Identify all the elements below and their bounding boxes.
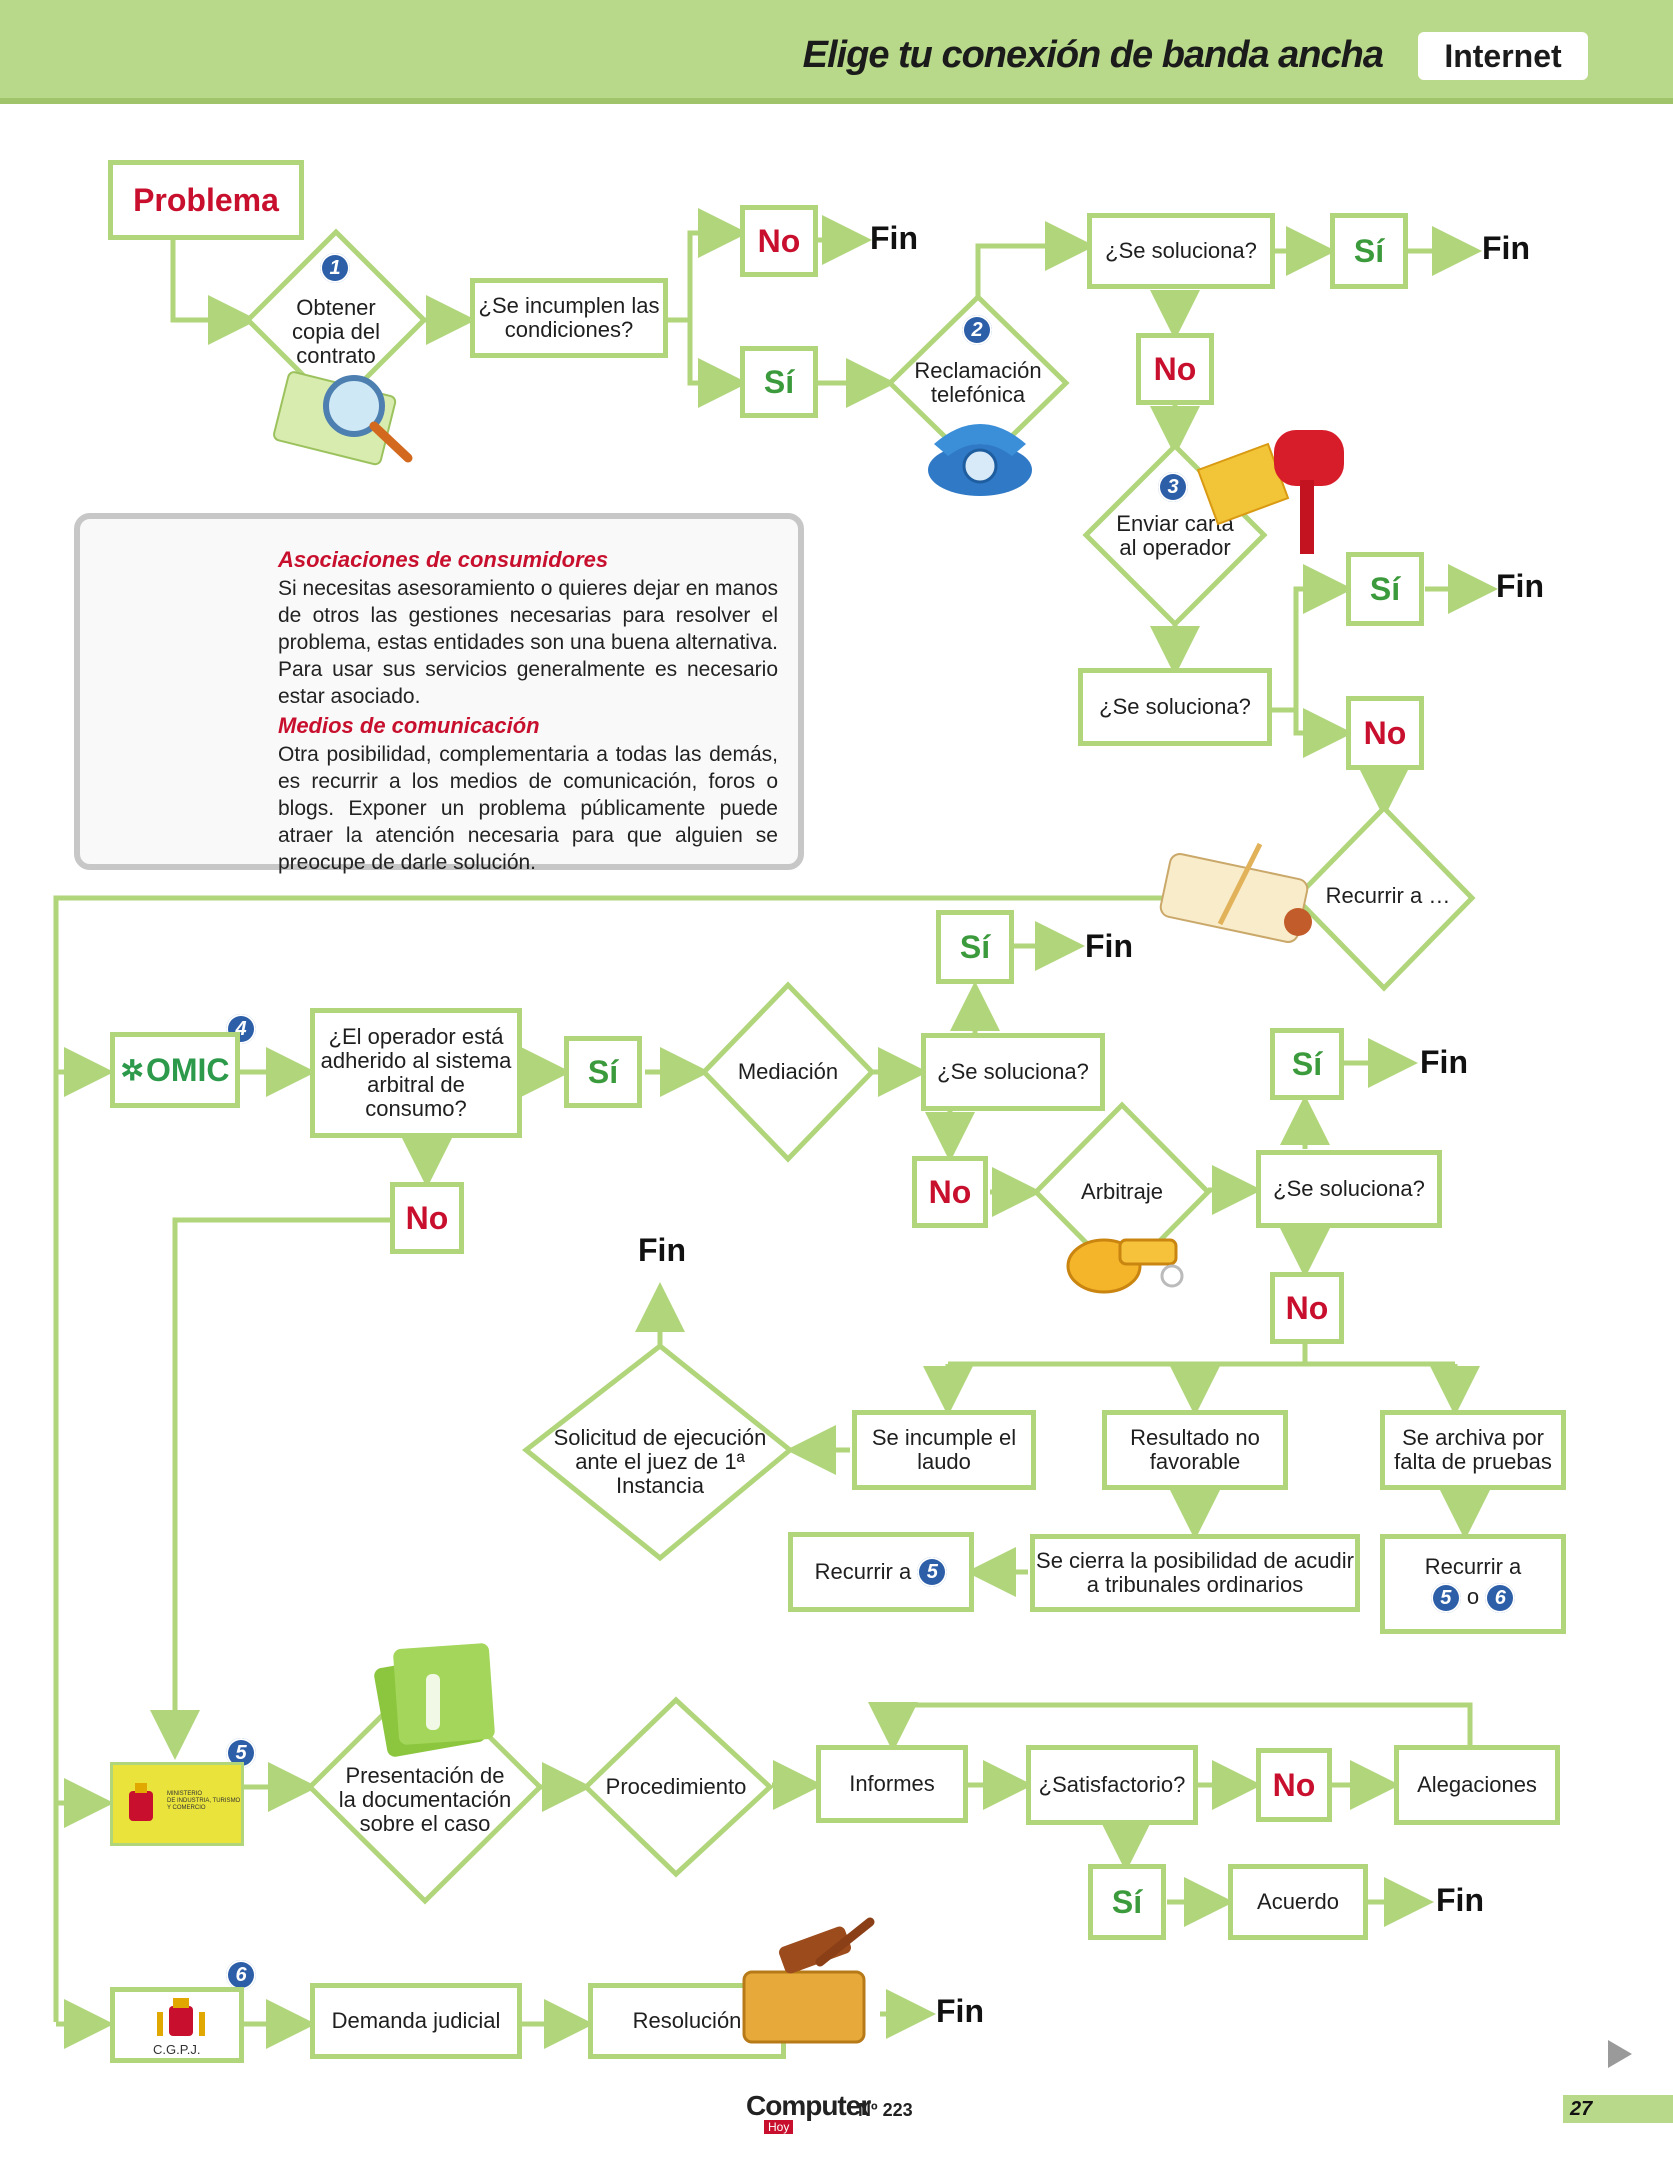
footer-brand: Computer — [746, 2090, 871, 2121]
answer-no-4: No — [390, 1182, 464, 1254]
cgpj-crest-icon — [157, 1998, 205, 2036]
answer-no-1: No — [740, 205, 818, 277]
mediacion-label: Mediación — [737, 1059, 839, 1084]
soluciona-box-2: ¿Se soluciona? — [1078, 668, 1272, 746]
info-panel: Asociaciones de consumidores Si necesita… — [74, 513, 804, 874]
resultado-box: Resultado no favorable — [1102, 1410, 1288, 1490]
answer-no-6: No — [1270, 1272, 1344, 1344]
coat-of-arms-icon — [129, 1783, 153, 1821]
step-6-badge-2: 6 — [1485, 1583, 1516, 1613]
arbitraje-label: Arbitraje — [1081, 1179, 1163, 1204]
start-problema: Problema — [108, 160, 304, 240]
answer-no-5: No — [912, 1156, 988, 1228]
fin-7: Fin — [1436, 1882, 1484, 1918]
recurrir-a-label: Recurrir a — [814, 1559, 912, 1584]
recurrir-a-label-2: Recurrir a — [1424, 1554, 1522, 1579]
header-title: Elige tu conexión de banda ancha — [802, 34, 1384, 76]
step-5-badge: 5 — [917, 1557, 948, 1587]
telephone-icon — [928, 424, 1032, 496]
incumple-laudo-box: Se incumple el laudo — [852, 1410, 1036, 1490]
archiva-box: Se archiva por falta de pruebas — [1380, 1410, 1566, 1490]
satisfactorio-box: ¿Satisfactorio? — [1026, 1745, 1198, 1825]
issue-number: Nº 223 — [858, 2100, 913, 2120]
answer-si-1: Sí — [740, 346, 818, 418]
asociaciones-text: Si necesitas asesoramiento o quieres dej… — [278, 577, 778, 708]
footer-brand-sub: Hoy — [764, 2120, 794, 2134]
omic-label: OMIC — [145, 1051, 230, 1088]
soluciona-box-4: ¿Se soluciona? — [1256, 1150, 1442, 1228]
fin-1: Fin — [870, 220, 918, 256]
or-label: o — [1466, 1584, 1480, 1609]
asociaciones-title: Asociaciones de consumidores — [278, 547, 609, 572]
recurrir-a-5-box: Recurrir a 5 — [788, 1532, 974, 1612]
acuerdo-box: Acuerdo — [1228, 1864, 1368, 1940]
fin-6: Fin — [638, 1232, 686, 1268]
step-3-badge: 3 — [1158, 472, 1188, 502]
header-band — [0, 0, 1673, 104]
fin-2: Fin — [1482, 230, 1530, 266]
answer-no-3: No — [1346, 696, 1424, 770]
procedimiento-label: Procedimiento — [605, 1774, 747, 1799]
page-number-bar — [1563, 2095, 1673, 2123]
answer-si-6: Sí — [1270, 1028, 1344, 1100]
reclamacion-label: Reclamación telefónica — [914, 358, 1042, 407]
fin-3: Fin — [1496, 568, 1544, 604]
medios-title: Medios de comunicación — [278, 713, 540, 738]
soluciona-box-1: ¿Se soluciona? — [1087, 213, 1275, 289]
omic-logo: ✲OMIC — [110, 1032, 240, 1108]
answer-si-5: Sí — [936, 910, 1014, 984]
answer-si-2: Sí — [1330, 213, 1408, 289]
page-number: 27 — [1570, 2098, 1593, 2120]
cgpj-logo: C.G.P.J. — [110, 1987, 244, 2063]
magnifier-icon — [273, 371, 413, 466]
folder-icon — [374, 1643, 495, 1757]
section-tag: Internet — [1418, 32, 1588, 80]
soluciona-box-3: ¿Se soluciona? — [921, 1033, 1105, 1111]
answer-si-4: Sí — [564, 1036, 642, 1108]
fin-8: Fin — [936, 1993, 984, 2029]
diamond-procedimiento — [582, 1696, 774, 1878]
incumplen-box: ¿Se incumplen las condiciones? — [470, 278, 668, 358]
step-1-badge: 1 — [320, 253, 350, 283]
step-2-badge: 2 — [962, 315, 992, 345]
answer-no-2: No — [1136, 333, 1214, 405]
presentacion-label: Presentación de la documentación sobre e… — [338, 1763, 512, 1836]
informes-box: Informes — [816, 1745, 968, 1823]
answer-no-7: No — [1256, 1748, 1332, 1822]
whistle-icon — [1066, 1238, 1184, 1294]
step-6-badge-logo: 6 — [226, 1960, 256, 1990]
solicitud-label: Solicitud de ejecución ante el juez de 1… — [553, 1425, 767, 1498]
adherido-box: ¿El operador está adherido al sistema ar… — [310, 1008, 522, 1138]
cgpj-label: C.G.P.J. — [153, 2042, 201, 2057]
next-page-icon[interactable] — [1608, 2040, 1632, 2068]
demanda-box: Demanda judicial — [310, 1983, 522, 2059]
diamond-mediacion — [700, 981, 876, 1163]
medios-text: Otra posibilidad, complementaria a todas… — [278, 743, 778, 874]
gavel-icon — [742, 1917, 875, 2044]
scroll-quill-icon — [1159, 842, 1312, 943]
mailbox-icon — [1196, 430, 1344, 554]
recurrir-a-5-6-box: Recurrir a 5 o 6 — [1380, 1534, 1566, 1634]
obtener-label: Obtener copia del contrato — [291, 295, 381, 368]
fin-5: Fin — [1420, 1044, 1468, 1080]
diamond-recurrir — [1292, 804, 1476, 992]
answer-si-3: Sí — [1346, 552, 1424, 626]
diamond-solicitud — [521, 1342, 794, 1562]
answer-si-7: Sí — [1088, 1864, 1166, 1940]
recurrir-label: Recurrir a … — [1325, 883, 1451, 908]
fin-4: Fin — [1085, 928, 1133, 964]
cierra-box: Se cierra la posibilidad de acudir a tri… — [1030, 1534, 1360, 1612]
step-5-badge-2: 5 — [1430, 1583, 1461, 1613]
enviar-label: Enviar carta al operador — [1116, 511, 1234, 560]
alegaciones-box: Alegaciones — [1394, 1745, 1560, 1825]
